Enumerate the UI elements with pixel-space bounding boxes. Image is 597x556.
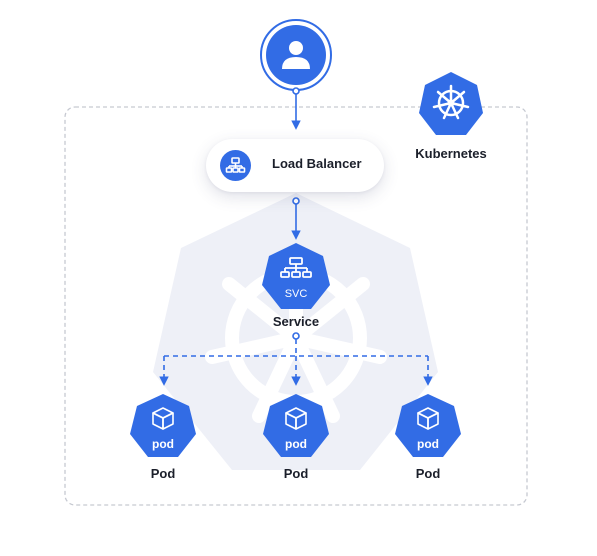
user-icon <box>282 41 310 69</box>
load-balancer-node: Load Balancer <box>206 139 384 192</box>
service-label: Service <box>272 314 320 329</box>
pod-label-2: Pod <box>283 466 309 481</box>
pod-cube-icon <box>152 407 174 430</box>
pod-node-2 <box>263 394 329 457</box>
service-to-pods-connector <box>159 332 433 386</box>
pod-badge-text: pod <box>285 437 307 451</box>
load-balancer-label: Load Balancer <box>272 156 362 171</box>
pod-badge-text: pod <box>152 437 174 451</box>
user-to-load-balancer-connector <box>291 87 301 130</box>
pod-label-3: Pod <box>415 466 441 481</box>
service-badge-text: SVC <box>284 288 308 300</box>
pod-label-1: Pod <box>150 466 176 481</box>
kubernetes-watermark-icon <box>153 193 438 470</box>
load-balancer-to-service-connector <box>291 197 301 240</box>
service-node <box>262 243 330 309</box>
kubernetes-logo-icon <box>419 72 483 135</box>
pod-node-3 <box>395 394 461 457</box>
pod-badge-text: pod <box>417 437 439 451</box>
network-hierarchy-icon <box>220 150 251 181</box>
service-hierarchy-icon <box>280 257 312 278</box>
kubernetes-label: Kubernetes <box>415 146 487 161</box>
pod-node-1 <box>130 394 196 457</box>
pod-cube-icon <box>417 407 439 430</box>
pod-cube-icon <box>285 407 307 430</box>
user-node <box>260 19 332 91</box>
